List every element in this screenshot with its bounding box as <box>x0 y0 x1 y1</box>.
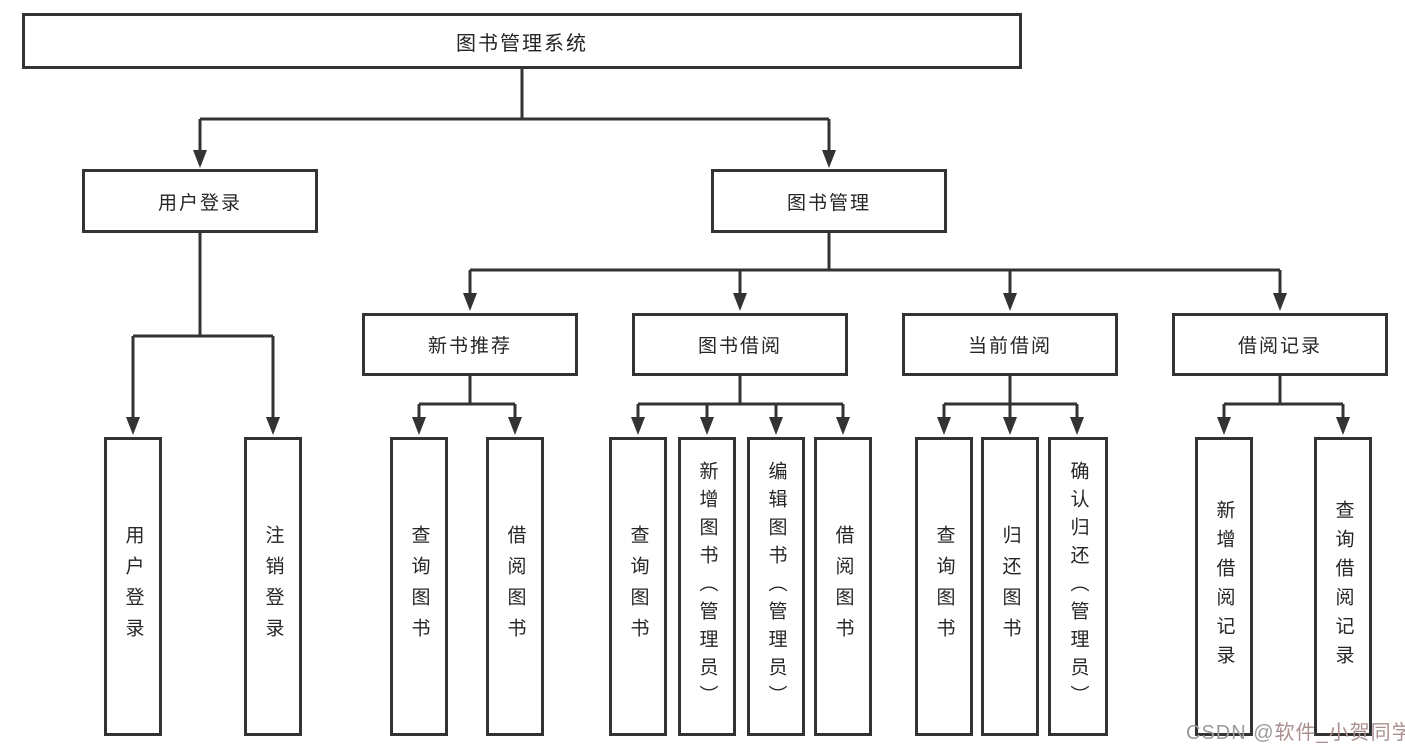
leaf-label: 注销登录 <box>262 524 284 649</box>
leaf-user-login: 用户登录 <box>104 437 162 736</box>
leaf-query-books-current: 查询图书 <box>915 437 973 736</box>
leaf-borrow-books-recommend: 借阅图书 <box>486 437 544 736</box>
leaf-label: 编辑图书（管理员） <box>765 460 787 713</box>
watermark-handle: 软件_小贺同学 <box>1274 722 1405 744</box>
node-book-management: 图书管理 <box>711 169 947 233</box>
arrowheads <box>126 150 1350 435</box>
leaf-label: 借阅图书 <box>504 524 526 649</box>
leaf-label: 查询图书 <box>933 524 955 649</box>
leaf-label: 新增图书（管理员） <box>696 460 718 713</box>
node-new-book-recommend: 新书推荐 <box>362 313 578 376</box>
watermark: CSDN @软件_小贺同学 <box>1186 716 1405 745</box>
leaf-query-borrow-record: 查询借阅记录 <box>1314 437 1372 736</box>
watermark-prefix: CSDN @ <box>1186 722 1275 744</box>
leaf-label: 查询借阅记录 <box>1332 499 1354 674</box>
node-current-borrow: 当前借阅 <box>902 313 1118 376</box>
leaf-label: 查询图书 <box>408 524 430 649</box>
leaf-query-books-recommend: 查询图书 <box>390 437 448 736</box>
leaf-label: 确认归还（管理员） <box>1067 460 1089 713</box>
leaf-label: 用户登录 <box>122 524 144 649</box>
leaf-label: 新增借阅记录 <box>1213 499 1235 674</box>
leaf-logout: 注销登录 <box>244 437 302 736</box>
node-root: 图书管理系统 <box>22 13 1022 69</box>
node-user-login: 用户登录 <box>82 169 318 233</box>
leaf-confirm-return-admin: 确认归还（管理员） <box>1048 437 1108 736</box>
leaf-label: 查询图书 <box>627 524 649 649</box>
leaf-borrow-books: 借阅图书 <box>814 437 872 736</box>
leaf-add-book-admin: 新增图书（管理员） <box>678 437 736 736</box>
node-book-borrow: 图书借阅 <box>632 313 848 376</box>
leaf-query-books-borrow: 查询图书 <box>609 437 667 736</box>
leaf-return-book: 归还图书 <box>981 437 1039 736</box>
leaf-add-borrow-record: 新增借阅记录 <box>1195 437 1253 736</box>
leaf-label: 归还图书 <box>999 524 1021 649</box>
leaf-edit-book-admin: 编辑图书（管理员） <box>747 437 805 736</box>
node-borrow-records: 借阅记录 <box>1172 313 1388 376</box>
leaf-label: 借阅图书 <box>832 524 854 649</box>
